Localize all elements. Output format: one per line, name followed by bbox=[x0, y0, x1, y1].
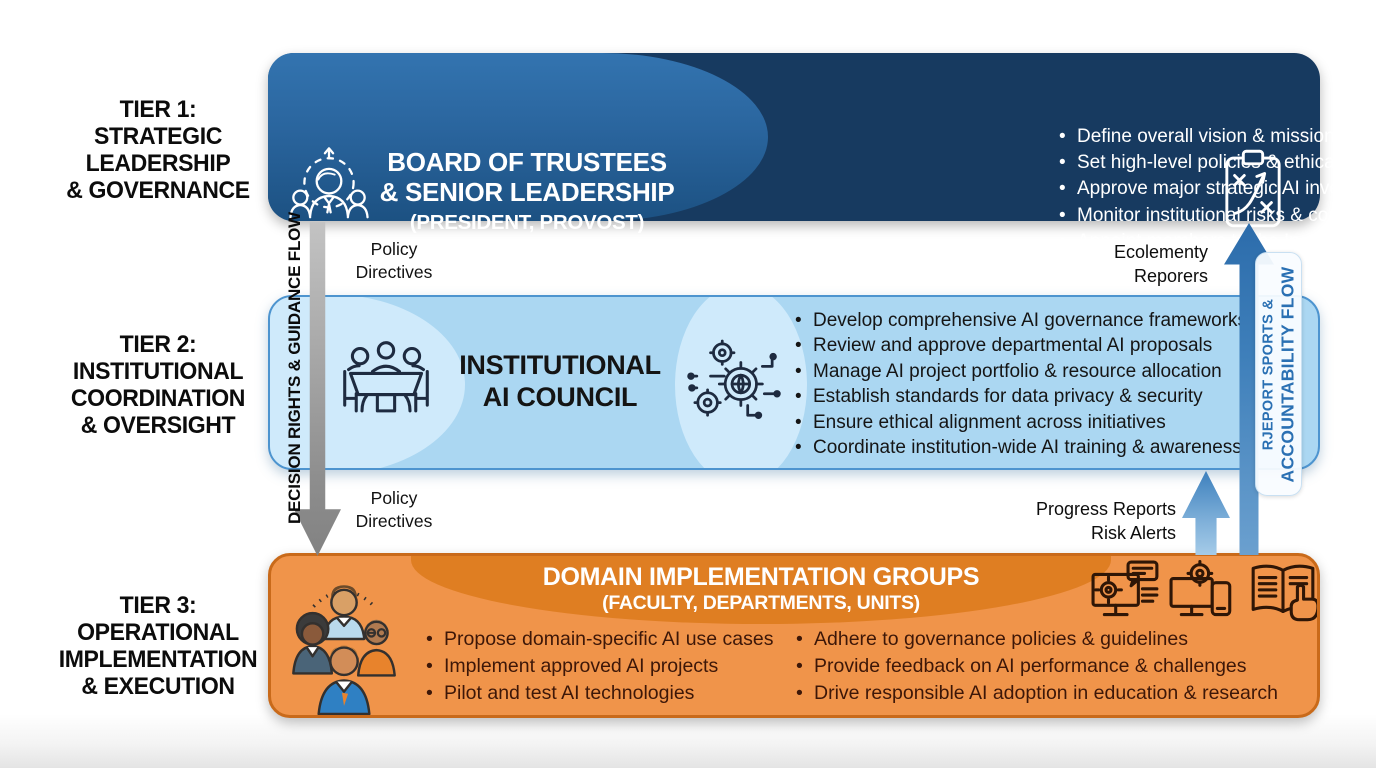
devices-gear-icon bbox=[1169, 560, 1239, 632]
tier2-side-label-line: TIER 2: bbox=[119, 331, 197, 358]
tier2-side-label-line: INSTITUTIONAL bbox=[72, 358, 244, 385]
council-meeting-icon bbox=[338, 339, 434, 429]
open-book-hand-icon bbox=[1247, 560, 1317, 632]
tier1-bullet: Monitor institutional risks & compliance bbox=[1056, 203, 1376, 229]
tier2-title-line2: AI COUNCIL bbox=[482, 382, 638, 412]
tier3-subtitle: (FACULTY, DEPARTMENTS, UNITS) bbox=[602, 592, 920, 614]
ecolementy-label-line: Reporers bbox=[1133, 266, 1208, 286]
accountability-flow-arrow-short bbox=[1182, 471, 1230, 555]
tier3-bullet: Provide feedback on AI performance & cha… bbox=[793, 653, 1313, 680]
tier3-side-label: TIER 3: OPERATIONAL IMPLEMENTATION & EXE… bbox=[35, 592, 281, 700]
tier1-bullet: Approve major strategic AI investments bbox=[1056, 176, 1376, 202]
leadership-team-icon bbox=[288, 144, 370, 238]
tier2-side-label: TIER 2: INSTITUTIONAL COORDINATION & OVE… bbox=[35, 331, 281, 439]
tier1-bullet: Appoint members to the Institutional AI … bbox=[1056, 229, 1376, 255]
policy-directives-label-top: Policy Directives bbox=[336, 238, 452, 284]
progress-reports-label: Progress Reports Risk Alerts bbox=[996, 497, 1176, 545]
accountability-flow-label-line2: ACCOUNTABILITY FLOW bbox=[1277, 266, 1297, 482]
tier1-bullets: Define overall vision & mission for AI S… bbox=[1056, 124, 1376, 255]
diverse-team-icon bbox=[283, 566, 405, 715]
tier3-bullet: Drive responsible AI adoption in educati… bbox=[793, 680, 1313, 707]
tier2-bullets: Develop comprehensive AI governance fram… bbox=[792, 308, 1272, 461]
accountability-flow-label-line1: RJEPORT SPORTS & bbox=[1260, 298, 1276, 450]
ai-network-gears-icon bbox=[685, 339, 783, 429]
tier3-bullets-left: Propose domain-specific AI use cases Imp… bbox=[423, 626, 788, 707]
tier1-title: BOARD OF TRUSTEES & SENIOR LEADERSHIP bbox=[377, 147, 677, 207]
monitor-gear-chat-icon bbox=[1091, 560, 1161, 632]
tier2-side-label-line: COORDINATION bbox=[70, 385, 246, 412]
tier2-mid-blob bbox=[675, 297, 807, 468]
tier3-title: DOMAIN IMPLEMENTATION GROUPS bbox=[542, 563, 980, 591]
tier3-bullets-right: Adhere to governance policies & guidelin… bbox=[793, 626, 1313, 707]
tier1-bullet: Set high-level policies & ethical princi… bbox=[1056, 150, 1376, 176]
tier3-bullet: Pilot and test AI technologies bbox=[423, 680, 788, 707]
tier1-side-label-line: & GOVERNANCE bbox=[66, 177, 250, 204]
tier2-bullet: Coordinate institution-wide AI training … bbox=[792, 435, 1272, 461]
tier1-bullet: Define overall vision & mission for AI bbox=[1056, 124, 1376, 150]
accountability-flow-label: RJEPORT SPORTS & ACCOUNTABILITY FLOW bbox=[1256, 253, 1301, 495]
policy-label-line: Directives bbox=[355, 511, 433, 531]
tier2-bullet: Ensure ethical alignment across initiati… bbox=[792, 410, 1272, 436]
accountability-flow-label-pill: RJEPORT SPORTS & ACCOUNTABILITY FLOW bbox=[1255, 252, 1302, 496]
tier3-bullet: Adhere to governance policies & guidelin… bbox=[793, 626, 1313, 653]
strategy-clipboard-icon bbox=[1222, 149, 1284, 231]
tier3-bullet: Implement approved AI projects bbox=[423, 653, 788, 680]
progress-label-line: Risk Alerts bbox=[1090, 523, 1176, 543]
policy-label-line: Directives bbox=[355, 262, 433, 282]
tier1-side-label: TIER 1: STRATEGIC LEADERSHIP & GOVERNANC… bbox=[35, 96, 281, 204]
policy-label-line: Policy bbox=[370, 488, 418, 508]
policy-label-line: Policy bbox=[370, 239, 418, 259]
ecolementy-label-line: Ecolementy bbox=[1113, 242, 1208, 262]
tier2-bullet: Review and approve departmental AI propo… bbox=[792, 333, 1272, 359]
tier3-side-label-line: IMPLEMENTATION bbox=[58, 646, 258, 673]
tier2-title: INSTITUTIONAL AI COUNCIL bbox=[410, 349, 710, 413]
tier2-bullet: Develop comprehensive AI governance fram… bbox=[792, 308, 1272, 334]
tier1-title-line1: BOARD OF TRUSTEES bbox=[387, 147, 667, 177]
tier2-left-blob bbox=[270, 297, 465, 468]
tier3-icons-row bbox=[1091, 560, 1317, 632]
tier1-box: BOARD OF TRUSTEES & SENIOR LEADERSHIP (P… bbox=[268, 53, 1376, 255]
decision-flow-label: DECISION RIGHTS & GUIDANCE FLOW bbox=[285, 211, 304, 525]
tier1-side-label-line: LEADERSHIP bbox=[85, 150, 231, 177]
tier1-side-label-line: TIER 1: bbox=[119, 96, 197, 123]
tier1-side-label-line: STRATEGIC bbox=[94, 123, 222, 150]
tier2-side-label-line: & OVERSIGHT bbox=[80, 412, 236, 439]
tier2-bullet: Establish standards for data privacy & s… bbox=[792, 384, 1272, 410]
tier2-box: INSTITUTIONAL AI COUNCIL D bbox=[268, 295, 1320, 470]
tier3-side-label-line: OPERATIONAL bbox=[77, 619, 239, 646]
ecolementy-reporers-label: Ecolementy Reporers bbox=[1038, 240, 1208, 288]
tier3-bullet: Propose domain-specific AI use cases bbox=[423, 626, 788, 653]
progress-label-line: Progress Reports bbox=[1035, 499, 1176, 519]
tier3-side-label-line: & EXECUTION bbox=[81, 673, 235, 700]
tier3-box: DOMAIN IMPLEMENTATION GROUPS (FACULTY, D… bbox=[268, 553, 1320, 718]
tier2-title-line1: INSTITUTIONAL bbox=[459, 350, 661, 380]
tier3-side-label-line: TIER 3: bbox=[119, 592, 197, 619]
policy-directives-label-bottom: Policy Directives bbox=[336, 487, 452, 533]
tier2-bullet: Manage AI project portfolio & resource a… bbox=[792, 359, 1272, 385]
tier1-title-line2: & SENIOR LEADERSHIP bbox=[379, 177, 675, 207]
tier1-subtitle: (PRESIDENT, PROVOST) bbox=[409, 211, 645, 234]
